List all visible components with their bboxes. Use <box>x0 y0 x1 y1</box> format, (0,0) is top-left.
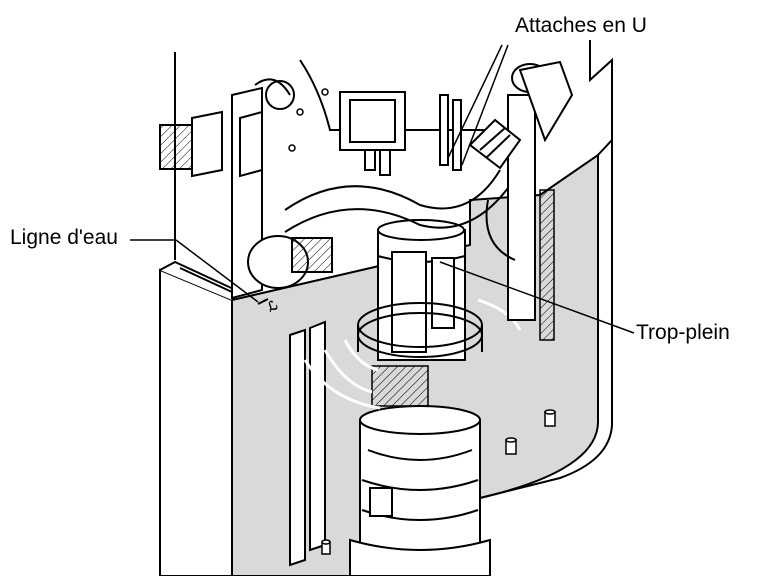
cistern-side-wall <box>479 137 613 499</box>
flush-valve-base <box>349 405 491 576</box>
leader-ligne-diag <box>175 239 259 303</box>
cistern-front-wall <box>159 260 242 576</box>
floor-studs <box>321 409 556 555</box>
leader-trop <box>439 261 635 334</box>
upper-coupling <box>468 118 522 170</box>
fill-valve <box>485 60 574 321</box>
leader-attaches-left <box>447 44 503 159</box>
label-trop-plein: Trop-plein <box>636 321 730 344</box>
leader-lines <box>130 44 635 334</box>
elbow-fittings <box>247 78 333 289</box>
flow-lines <box>303 298 522 410</box>
label-attaches-en-u: Attaches en U <box>515 14 647 37</box>
leader-attaches-right <box>461 44 509 166</box>
label-ligne-d-eau: Ligne d'eau <box>10 226 118 249</box>
float-cage <box>357 302 483 358</box>
fill-valve-spring <box>539 189 555 341</box>
inlet-thread <box>159 110 263 178</box>
back-plate-details <box>288 88 329 152</box>
flush-column <box>377 219 466 361</box>
supply-hose <box>284 169 509 233</box>
valve-spring <box>371 365 429 407</box>
